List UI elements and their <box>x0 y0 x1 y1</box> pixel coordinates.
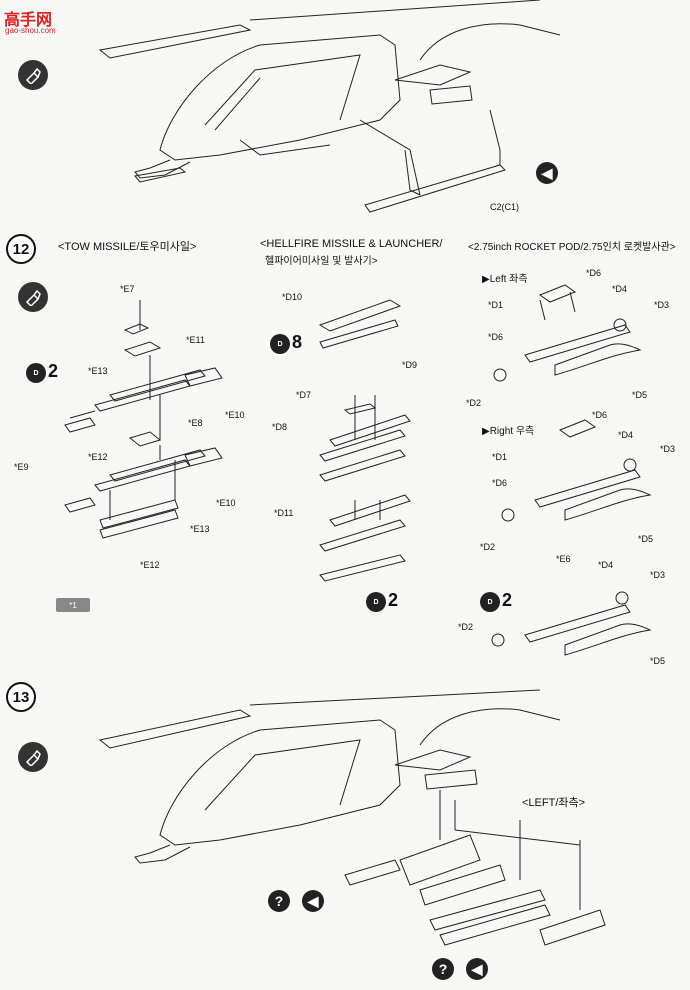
decal-icon: D <box>366 592 386 612</box>
part-label: *D4 <box>598 560 614 570</box>
quantity-tow: 2 <box>48 361 59 381</box>
part-label: *D3 <box>660 444 676 454</box>
glue-icon <box>18 742 48 772</box>
part-label: *D2 <box>480 542 496 552</box>
question-icon: ? <box>432 958 454 980</box>
decal-icon: D <box>480 592 500 612</box>
quantity-rocket: 2 <box>502 590 513 610</box>
step-number-12: 12 <box>6 234 36 264</box>
hellfire-header-korean: 헬파이어미사일 및 발사기> <box>265 256 378 267</box>
site-logo: 高手网 <box>4 12 53 29</box>
quantity-hellfire-bottom: 2 <box>388 590 399 610</box>
glue-icon <box>18 282 48 312</box>
part-label: *D9 <box>402 360 418 370</box>
turn-over-icon: ◀ <box>302 890 324 912</box>
part-label: *E10 <box>216 498 236 508</box>
part-label: *D11 <box>274 508 294 518</box>
turn-over-icon: ◀ <box>466 958 488 980</box>
part-label: *E12 <box>88 452 108 462</box>
quantity-hellfire-top: 8 <box>292 332 303 352</box>
part-label: *D10 <box>282 292 303 302</box>
part-label: *E13 <box>190 524 210 534</box>
rocket-pod-header: <2.75inch ROCKET POD/2.75인치 로켓발사관> <box>468 242 676 253</box>
site-url: gao-shou.com <box>5 26 56 35</box>
left-side-label: ▶Left 좌측 <box>482 274 528 285</box>
step-number-13: 13 <box>6 682 36 712</box>
part-label: *E10 <box>225 410 245 420</box>
right-side-label: ▶Right 우측 <box>482 426 535 437</box>
part-label: *D7 <box>296 390 312 400</box>
part-label: *D1 <box>492 452 508 462</box>
part-label: *D1 <box>488 300 504 310</box>
helicopter-top-drawing <box>98 0 561 213</box>
part-label: *E11 <box>186 335 205 345</box>
part-label: *D4 <box>618 430 634 440</box>
decal-icon: D <box>26 363 46 383</box>
part-label: *D6 <box>492 478 508 488</box>
part-label: *E9 <box>14 462 29 472</box>
turn-over-icon: ◀ <box>536 162 558 184</box>
part-label: *D5 <box>638 534 654 544</box>
part-label: *D6 <box>586 268 602 278</box>
step13-left-label: <LEFT/좌측> <box>522 797 586 809</box>
part-label: *D3 <box>654 300 670 310</box>
question-icon: ? <box>268 890 290 912</box>
part-label: *E8 <box>188 418 203 428</box>
part-label-c2: C2(C1) <box>490 202 520 212</box>
part-label: *D6 <box>488 332 504 342</box>
part-label: *D5 <box>632 390 648 400</box>
part-label: *D2 <box>458 622 474 632</box>
part-label: *E7 <box>120 284 135 294</box>
part-label: *D8 <box>272 422 288 432</box>
part-label: *E12 <box>140 560 160 570</box>
part-label: *D2 <box>466 398 482 408</box>
part-label: *E13 <box>88 366 108 376</box>
decal-icon: D <box>270 334 290 354</box>
hellfire-header: <HELLFIRE MISSILE & LAUNCHER/ <box>260 238 443 250</box>
hellfire-drawing <box>318 299 411 582</box>
part-label: *E6 <box>556 554 571 564</box>
tow-missile-header: <TOW MISSILE/토우미사일> <box>58 241 197 253</box>
rocket-pod-drawing <box>491 284 652 656</box>
part-label: *D4 <box>612 284 628 294</box>
part-label: *D6 <box>592 410 608 420</box>
tow-missile-drawing <box>64 300 223 539</box>
part-badge: *1 <box>56 598 90 612</box>
part-label: *D3 <box>650 570 666 580</box>
helicopter-bottom-drawing <box>98 689 606 946</box>
glue-icon <box>18 60 48 90</box>
part-label: *D5 <box>650 656 666 666</box>
